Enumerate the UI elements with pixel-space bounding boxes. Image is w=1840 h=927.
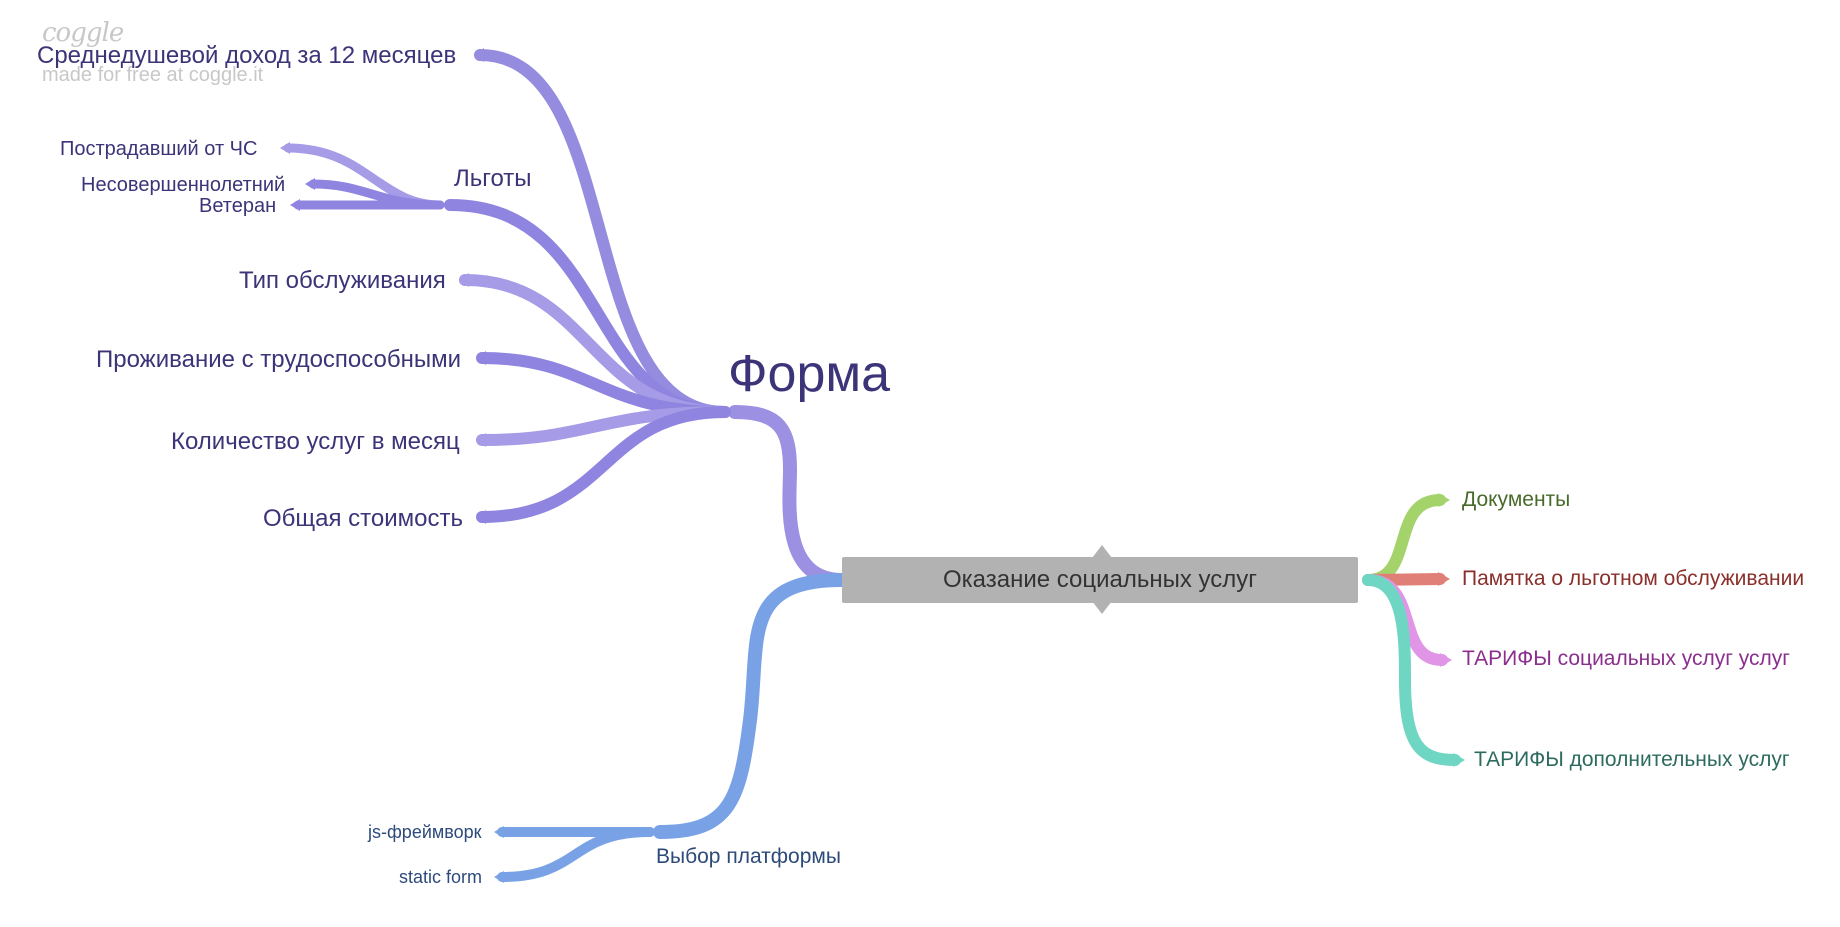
node-service-type[interactable]: Тип обслуживания xyxy=(239,267,446,294)
coggle-logo: coggle xyxy=(42,18,124,48)
arrowhead xyxy=(1440,653,1452,667)
arrowhead xyxy=(494,826,504,838)
central-node-bottom-handle[interactable] xyxy=(1092,601,1112,614)
node-benefit-veteran[interactable]: Ветеран xyxy=(199,195,277,217)
arrowhead xyxy=(459,273,469,287)
arrowhead xyxy=(1438,493,1450,507)
link-platform-static xyxy=(497,827,655,882)
node-forma[interactable]: Форма xyxy=(728,345,891,403)
node-platform-js[interactable]: js-фреймворк xyxy=(368,822,482,842)
arrowhead xyxy=(290,199,300,211)
node-services-count[interactable]: Количество услуг в месяц xyxy=(171,428,460,455)
link-central-documents xyxy=(1362,494,1446,586)
link-central-tariffs-extra xyxy=(1362,574,1461,766)
arrowhead xyxy=(494,871,504,883)
central-node[interactable]: Оказание социальных услуг xyxy=(842,557,1358,603)
arrowhead xyxy=(476,510,486,524)
node-memo[interactable]: Памятка о льготном обслуживании xyxy=(1462,567,1805,590)
arrowhead xyxy=(280,142,290,154)
link-benefits-ches xyxy=(283,143,445,210)
arrowhead xyxy=(1438,572,1450,586)
node-benefits[interactable]: Льготы xyxy=(454,165,532,192)
node-benefit-minor[interactable]: Несовершеннолетний xyxy=(81,174,286,196)
branch-links xyxy=(283,49,1461,882)
node-tariffs-extra[interactable]: ТАРИФЫ дополнительных услуг xyxy=(1474,748,1790,771)
watermark-text: made for free at coggle.it xyxy=(42,64,264,86)
node-platform-static[interactable]: static form xyxy=(399,867,483,887)
arrowhead xyxy=(476,433,486,447)
node-benefit-ches[interactable]: Пострадавший от ЧС xyxy=(60,138,258,160)
node-tariffs-social[interactable]: ТАРИФЫ социальных услуг услуг xyxy=(1462,647,1790,670)
arrowhead xyxy=(476,351,486,365)
arrowhead xyxy=(305,178,315,190)
node-total-cost[interactable]: Общая стоимость xyxy=(263,505,463,532)
link-central-forma xyxy=(728,405,849,587)
link-forma-cost xyxy=(476,406,731,523)
link-central-platform xyxy=(653,573,849,839)
branch-arrowheads xyxy=(280,48,1465,883)
central-node-label: Оказание социальных услуг xyxy=(942,566,1258,593)
node-income[interactable]: Среднедушевой доход за 12 месяцев xyxy=(37,42,457,69)
node-documents[interactable]: Документы xyxy=(1462,488,1571,511)
node-platform[interactable]: Выбор платформы xyxy=(656,845,841,868)
node-living[interactable]: Проживание с трудоспособными xyxy=(96,346,462,373)
arrowhead xyxy=(1453,753,1465,767)
central-node-top-handle[interactable] xyxy=(1092,545,1112,558)
arrowhead xyxy=(474,48,484,62)
link-forma-income xyxy=(474,49,731,418)
